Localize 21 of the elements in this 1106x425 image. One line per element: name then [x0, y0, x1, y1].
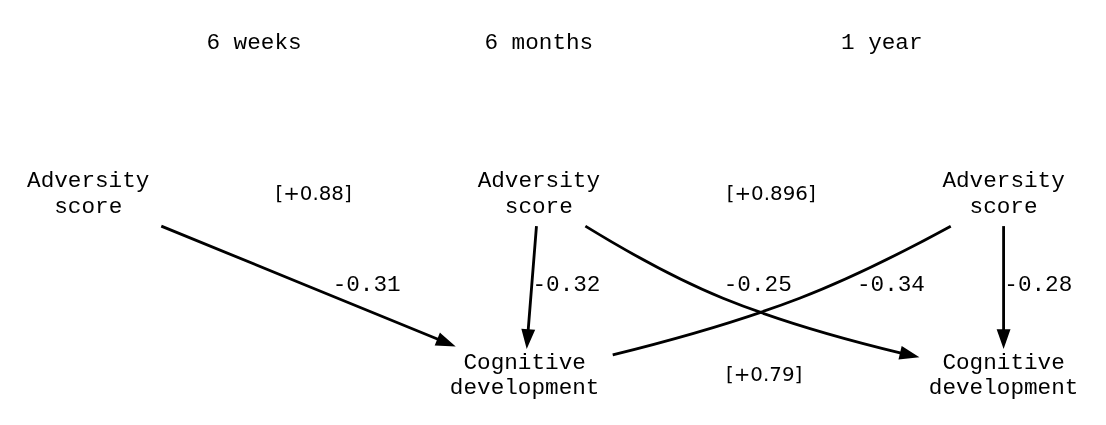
arrow — [584, 224, 920, 360]
label: [+0.79] — [726, 363, 803, 387]
label: 1 year — [840, 29, 923, 56]
edge-label: -0.25 — [723, 271, 792, 298]
node-text: Cognitive development — [449, 349, 600, 402]
edge-label: -0.34 — [856, 271, 925, 298]
connector — [612, 224, 952, 357]
label: 6 months — [484, 29, 594, 56]
node-text: Adversity score — [477, 168, 601, 220]
label: [+0.896] — [726, 182, 816, 206]
node-text: Adversity score — [27, 168, 150, 220]
edge-label: -0.31 — [332, 271, 401, 298]
node-text: Cognitive development — [928, 349, 1079, 402]
arrow — [160, 224, 456, 347]
arrow — [521, 226, 538, 350]
label: [+0.88] — [275, 182, 352, 206]
edge-label: -0.28 — [1004, 271, 1073, 298]
node-text: Adversity score — [942, 168, 1065, 220]
arrow — [996, 226, 1011, 350]
label: 6 weeks — [206, 29, 302, 56]
edge-label: -0.32 — [532, 271, 601, 298]
